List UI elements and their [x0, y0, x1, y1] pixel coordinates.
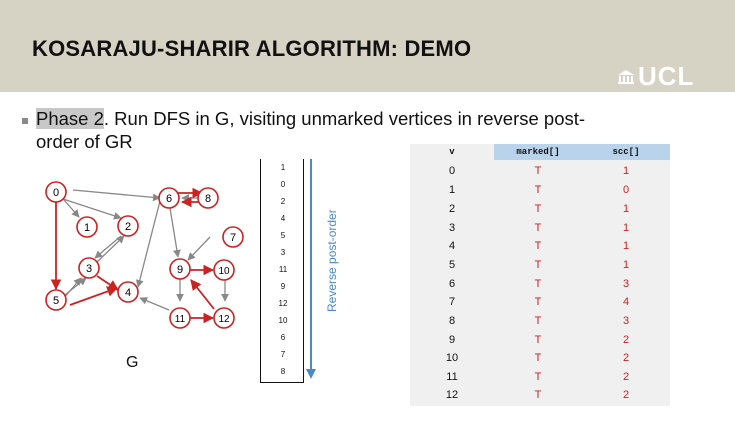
phase-text-line2: order of GR: [36, 131, 133, 152]
cell-v: 11: [446, 371, 458, 383]
graph-label: G: [126, 354, 139, 371]
graph-nodes: 0 1 2 3 4 5 6 7 8 9 10 11 12: [45, 181, 244, 329]
cell-marked: T: [534, 184, 542, 196]
cell-scc: 1: [622, 259, 630, 271]
column-header-marked: marked[]: [494, 144, 582, 160]
node-10: 10: [213, 259, 235, 281]
svg-text:6: 6: [166, 193, 172, 205]
digraph-g: 0 1 2 3 4 5 6 7 8 9 10 11 12: [45, 181, 244, 329]
node-0: 0: [45, 181, 67, 203]
cell-v: 0: [448, 165, 456, 177]
svg-text:7: 7: [230, 232, 236, 244]
cell-v: 1: [448, 184, 456, 196]
cell-v: 8: [448, 315, 456, 327]
stack-item: 11: [278, 265, 288, 274]
svg-text:12: 12: [218, 314, 230, 325]
cell-marked: T: [534, 278, 542, 290]
cell-marked: T: [534, 259, 542, 271]
node-5: 5: [45, 289, 67, 311]
svg-text:8: 8: [205, 193, 211, 205]
svg-text:2: 2: [125, 221, 131, 233]
gray-edges: [59, 189, 229, 311]
cell-v: 3: [448, 222, 456, 234]
stack-item: 5: [280, 231, 286, 240]
cell-marked: T: [534, 296, 542, 308]
node-4: 4: [117, 281, 139, 303]
cell-marked: T: [534, 222, 542, 234]
stack-item: 8: [280, 367, 286, 376]
cell-scc: 1: [622, 165, 630, 177]
node-9: 9: [169, 258, 191, 280]
cell-marked: T: [534, 315, 542, 327]
stack-item: 7: [280, 350, 286, 359]
svg-text:9: 9: [177, 264, 183, 276]
stack-item: 2: [280, 197, 286, 206]
cell-v: 4: [448, 240, 456, 252]
cell-marked: T: [534, 203, 542, 215]
stack-item: 12: [278, 299, 288, 308]
svg-text:3: 3: [86, 263, 92, 275]
stack-item: 1: [280, 163, 286, 172]
stack-item: 0: [280, 180, 286, 189]
column-header-v: v: [410, 144, 494, 160]
cell-v: 10: [445, 352, 459, 364]
cell-scc: 0: [622, 184, 630, 196]
cell-v: 9: [448, 334, 456, 346]
ucl-logo-text: UCL: [638, 61, 695, 91]
svg-text:0: 0: [53, 187, 59, 199]
node-2: 2: [117, 215, 139, 237]
phase-label: Phase 2: [36, 108, 104, 129]
portico-icon: [618, 70, 634, 84]
cell-scc: 2: [622, 371, 630, 383]
cell-marked: T: [534, 352, 542, 364]
slide-title: KOSARAJU-SHARIR ALGORITHM: DEMO: [32, 36, 472, 61]
reverse-postorder-stack: 1 0 2 4 5 3 11 9 12 10 6 7 8: [260, 159, 304, 383]
node-11: 11: [169, 307, 191, 329]
cell-scc: 1: [622, 240, 630, 252]
cell-v: 2: [448, 203, 456, 215]
cell-v: 12: [445, 389, 459, 401]
cell-scc: 3: [622, 278, 630, 290]
stack-item: 4: [280, 214, 286, 223]
column-header-scc: scc[]: [582, 144, 670, 160]
cell-marked: T: [534, 334, 542, 346]
svg-text:11: 11: [175, 314, 186, 325]
node-1: 1: [76, 216, 98, 238]
cell-marked: T: [534, 389, 542, 401]
cell-v: 5: [448, 259, 456, 271]
cell-scc: 2: [622, 352, 630, 364]
cell-v: 6: [448, 278, 456, 290]
cell-marked: T: [534, 165, 542, 177]
stack-item: 3: [280, 248, 286, 257]
svg-text:10: 10: [218, 266, 230, 277]
stack-item: 10: [278, 316, 288, 325]
node-8: 8: [197, 187, 219, 209]
node-7: 7: [222, 226, 244, 248]
node-6: 6: [158, 187, 180, 209]
cell-scc: 2: [622, 389, 630, 401]
phase-description: . Run DFS in G, visiting unmarked vertic…: [103, 108, 586, 129]
reverse-postorder-label: Reverse post-order: [325, 209, 339, 312]
result-table: [410, 144, 670, 406]
svg-text:1: 1: [84, 222, 90, 234]
stack-item: 6: [280, 333, 286, 342]
title-banner: KOSARAJU-SHARIR ALGORITHM: DEMO UCL: [0, 0, 735, 92]
svg-text:5: 5: [53, 295, 59, 307]
phase-text-line1: Phase 2. Run DFS in G, visiting unmarked…: [36, 108, 585, 130]
svg-text:4: 4: [125, 287, 131, 299]
stack-item: 9: [280, 282, 286, 291]
cell-marked: T: [534, 240, 542, 252]
down-arrow-icon: [306, 159, 316, 379]
cell-scc: 1: [622, 222, 630, 234]
cell-scc: 4: [622, 296, 630, 308]
node-12: 12: [213, 307, 235, 329]
cell-v: 7: [448, 296, 456, 308]
ucl-logo: UCL: [618, 61, 708, 91]
bullet-marker: [22, 118, 28, 124]
node-3: 3: [78, 257, 100, 279]
cell-scc: 1: [622, 203, 630, 215]
cell-scc: 2: [622, 334, 630, 346]
cell-marked: T: [534, 371, 542, 383]
cell-scc: 3: [622, 315, 630, 327]
